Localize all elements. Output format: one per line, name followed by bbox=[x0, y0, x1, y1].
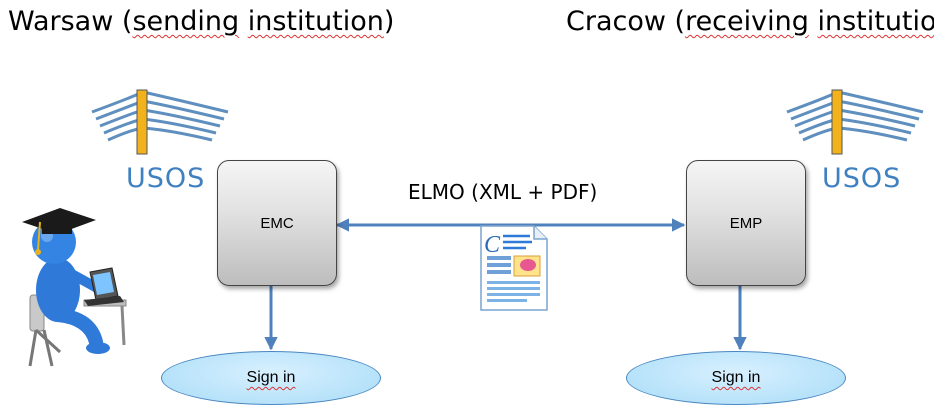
receiving-institution-heading: Cracow (receiving institution) bbox=[566, 6, 934, 37]
sending-city-text: Warsaw ( bbox=[8, 6, 133, 37]
receiving-city-text: Cracow ( bbox=[566, 6, 686, 37]
sign-in-right-label: Sign in bbox=[711, 369, 761, 386]
usos-logo-right-icon bbox=[786, 89, 924, 155]
emp-node: EMP bbox=[686, 160, 806, 286]
student-at-laptop-icon bbox=[22, 208, 127, 367]
sending-institution-word: institution bbox=[247, 6, 384, 37]
sending-word: sending bbox=[132, 6, 240, 37]
sign-in-left-label: Sign in bbox=[246, 369, 296, 386]
usos-logo-left-text: USOS bbox=[126, 163, 206, 194]
receiving-word: receiving bbox=[685, 6, 809, 37]
emc-node: EMC bbox=[217, 160, 337, 286]
usos-logo-right-text: USOS bbox=[822, 163, 902, 194]
sign-in-right-node: Sign in bbox=[626, 351, 846, 405]
svg-text:C: C bbox=[484, 232, 501, 258]
usos-logo-left-icon bbox=[91, 89, 229, 155]
emc-label: EMC bbox=[260, 214, 294, 232]
sending-close: ) bbox=[383, 6, 395, 37]
elmo-exchange-label: ELMO (XML + PDF) bbox=[408, 180, 598, 204]
receiving-institution-word: institution bbox=[817, 6, 934, 37]
sending-institution-heading: Warsaw (sending institution) bbox=[8, 6, 394, 37]
sign-in-left-node: Sign in bbox=[161, 351, 381, 405]
emp-label: EMP bbox=[729, 214, 763, 232]
document-icon: C bbox=[480, 225, 548, 311]
